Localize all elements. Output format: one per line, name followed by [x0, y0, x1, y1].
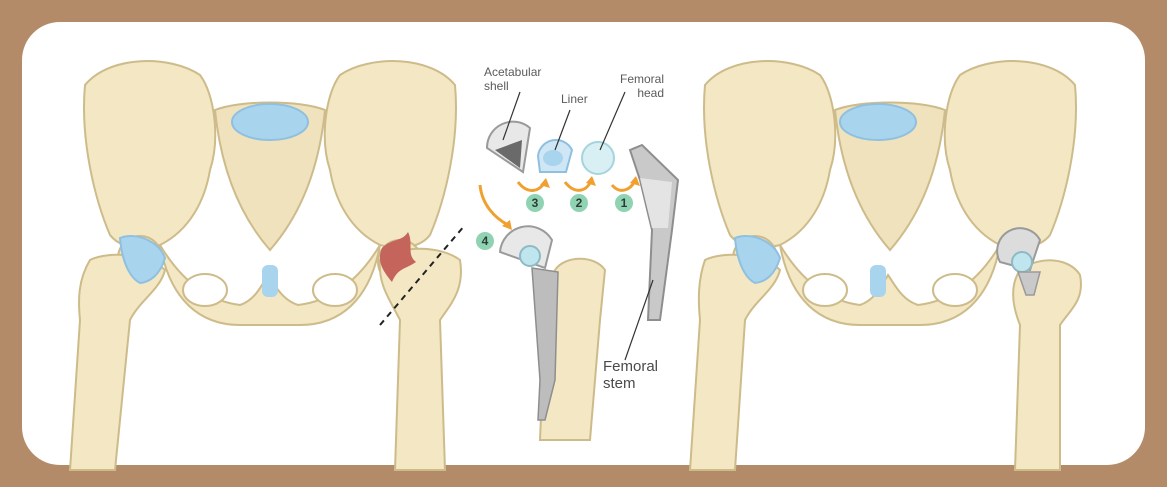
label-liner: Liner [561, 92, 588, 106]
step-badge-3: 3 [526, 194, 544, 212]
liner-part [538, 140, 572, 172]
step-badge-2: 2 [570, 194, 588, 212]
sacrum-disc-right [840, 104, 916, 140]
step-badge-1: 1 [615, 194, 633, 212]
pubic-symphysis-left [262, 265, 278, 297]
pubic-symphysis-right [870, 265, 886, 297]
label-femoral-stem: Femoral stem [603, 358, 658, 392]
femoral-head-part [582, 142, 614, 174]
label-femoral-head: Femoral head [620, 72, 664, 100]
label-acetabular-shell: Acetabular shell [484, 65, 541, 93]
sacrum-disc-left [232, 104, 308, 140]
step-badge-4: 4 [476, 232, 494, 250]
